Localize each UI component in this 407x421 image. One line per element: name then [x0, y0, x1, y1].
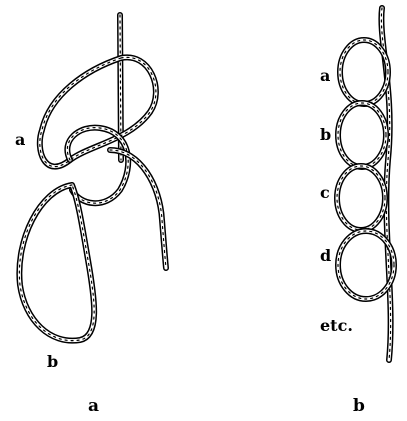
figure-b-point-label-b: b	[320, 127, 331, 143]
figure-b-loop-b	[338, 103, 386, 167]
figure-a-free-end	[110, 150, 166, 268]
figure-a-point-label-b: b	[47, 354, 58, 370]
figure-a-lower-loop	[19, 185, 94, 341]
figure-b-point-label-a: a	[320, 68, 330, 84]
figure-b-loop-c	[337, 166, 385, 230]
figure-a-knot-drawing	[19, 15, 166, 341]
figure-b-continuation-label: etc.	[320, 318, 353, 334]
figure-a-caption: a	[88, 398, 99, 415]
figure-b-chain-drawing	[337, 8, 394, 360]
figure-b-point-label-d: d	[320, 248, 331, 264]
figure-b-caption: b	[353, 398, 365, 415]
figure-b-point-label-c: c	[320, 185, 330, 201]
figure-b-loop-a	[340, 40, 388, 104]
figure-a-point-label-a: a	[15, 132, 25, 148]
figure-a-upper-loop	[40, 57, 156, 166]
